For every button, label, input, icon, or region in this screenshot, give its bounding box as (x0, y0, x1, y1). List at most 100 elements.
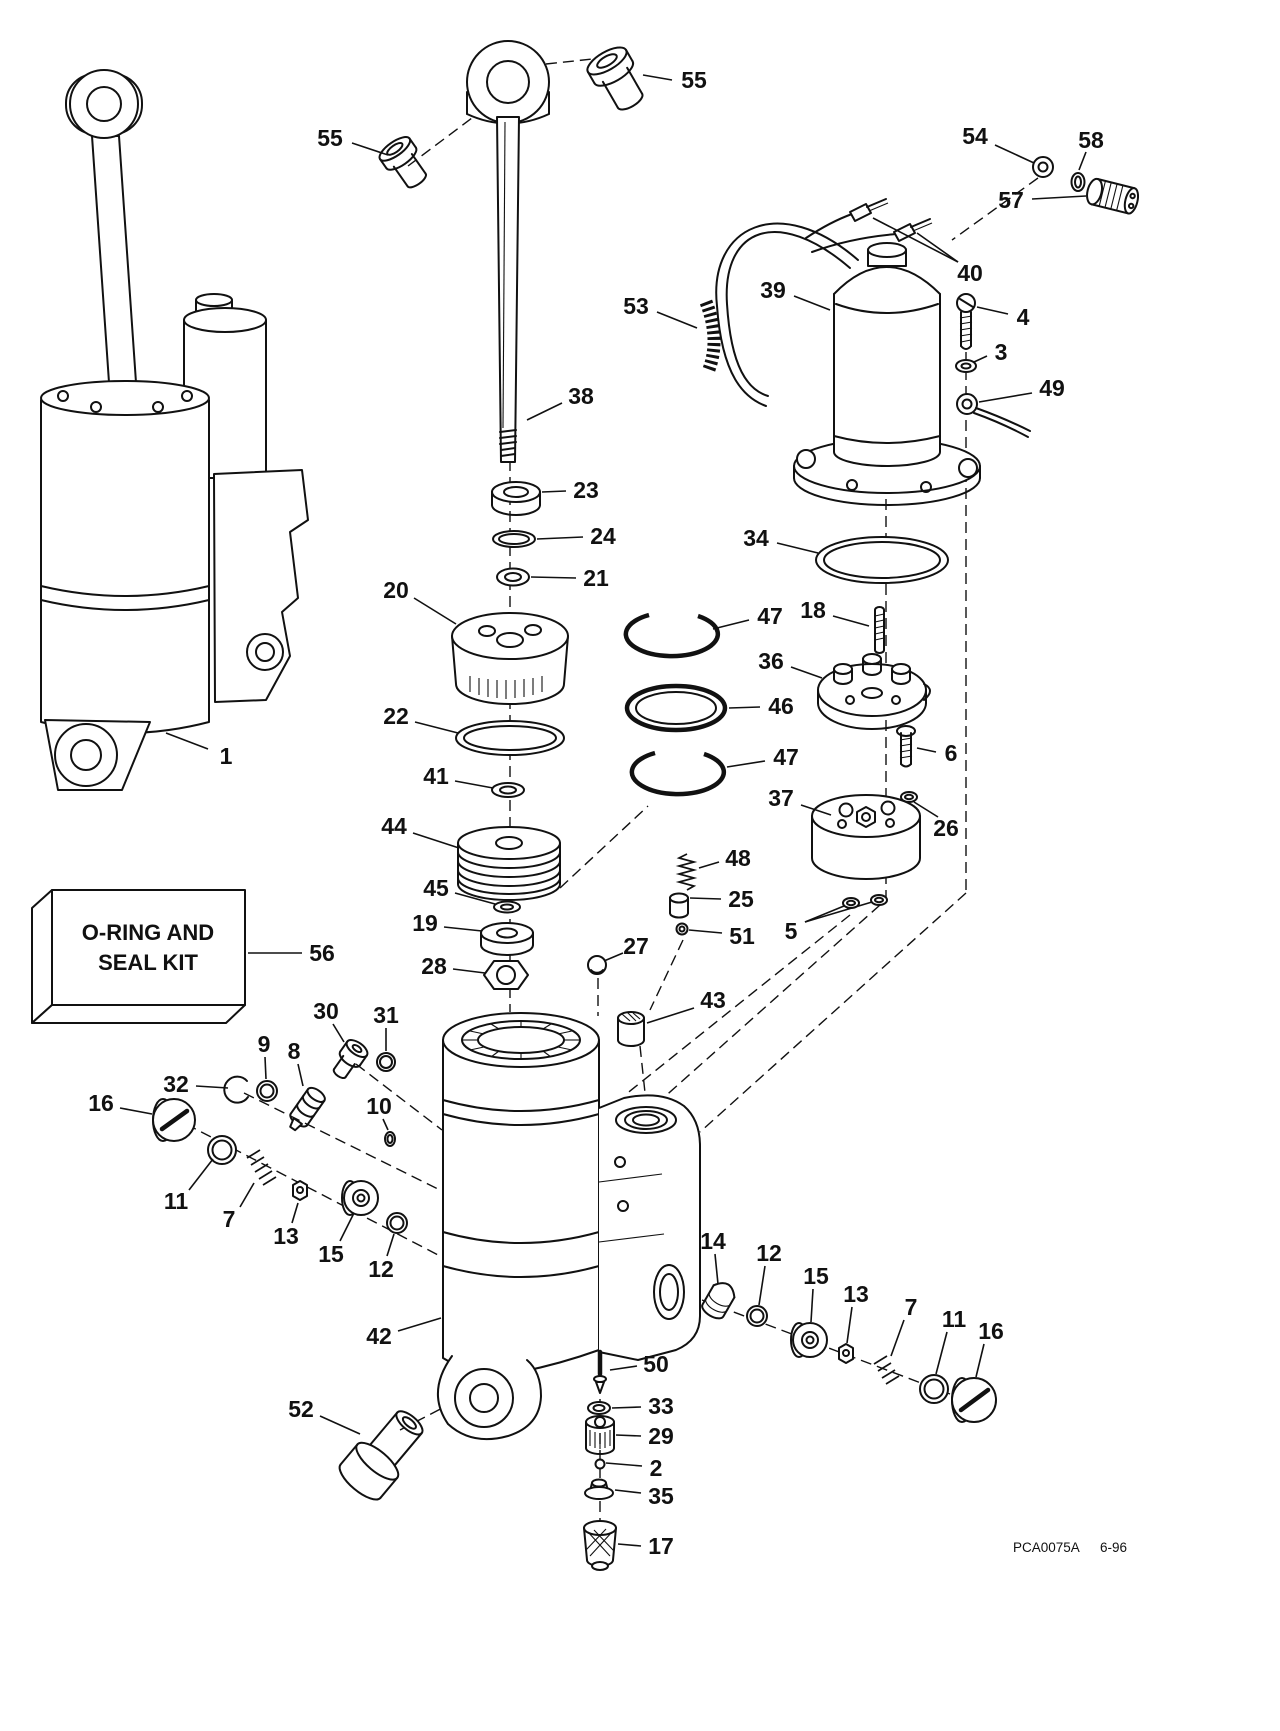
callout-7: 7 (905, 1294, 918, 1320)
callout-40: 40 (957, 260, 983, 286)
o-ring-22 (455, 720, 565, 756)
leader-line-13 (291, 1202, 299, 1224)
seal-21 (496, 567, 530, 587)
leader-line-21 (530, 576, 577, 579)
callout-47: 47 (773, 744, 799, 770)
leader-line-22 (414, 721, 459, 734)
callout-39: 39 (760, 277, 786, 303)
drive-pin-18 (874, 606, 885, 654)
pump-plate-36 (817, 653, 931, 730)
callout-13: 13 (843, 1281, 869, 1307)
leader-line-53 (656, 311, 698, 329)
leader-line-47 (726, 760, 766, 768)
plug-15-left (341, 1180, 379, 1216)
part-code-date: 6-96 (1100, 1540, 1127, 1555)
wire-loom-53 (699, 299, 721, 375)
spring-7-right (873, 1355, 900, 1385)
leader-line-13 (846, 1306, 853, 1344)
leader-line-40 (872, 217, 959, 263)
callout-15: 15 (803, 1263, 829, 1289)
leader-line-25 (689, 897, 722, 900)
leader-line-16 (119, 1107, 153, 1115)
leader-line-38 (526, 402, 563, 421)
callout-11: 11 (942, 1306, 967, 1332)
pump-body-37 (811, 794, 921, 880)
piston-ring-47-lower (629, 750, 727, 797)
callout-56: 56 (309, 940, 335, 966)
callout-52: 52 (288, 1396, 314, 1422)
leader-line-37 (800, 804, 832, 816)
callout-19: 19 (412, 910, 438, 936)
washer-41 (491, 782, 525, 798)
leader-line-35 (614, 1489, 642, 1494)
fitting-30 (332, 1039, 369, 1080)
leader-line-36 (790, 666, 823, 679)
leader-line-15 (339, 1212, 355, 1242)
leader-line-18 (832, 615, 870, 627)
seal-kit-box: O-RING AND SEAL KIT (31, 889, 246, 1024)
screw-6 (896, 725, 916, 768)
callout-23: 23 (573, 477, 599, 503)
callout-24: 24 (590, 523, 616, 549)
callout-12: 12 (756, 1240, 782, 1266)
callout-12: 12 (368, 1256, 394, 1282)
plug-15-right (790, 1322, 828, 1358)
callout-17: 17 (648, 1533, 674, 1559)
valve-29 (585, 1415, 615, 1455)
o-ring-31 (376, 1052, 396, 1072)
callout-20: 20 (383, 577, 409, 603)
leader-line-27 (603, 952, 624, 962)
callout-5: 5 (785, 918, 798, 944)
valve-parts-right (701, 1282, 997, 1423)
callout-30: 30 (313, 998, 339, 1024)
pin-50 (593, 1349, 607, 1394)
callout-38: 38 (568, 383, 594, 409)
callout-34: 34 (743, 525, 769, 551)
leader-line-57 (1031, 195, 1087, 200)
callout-36: 36 (758, 648, 784, 674)
leader-line-54 (994, 144, 1035, 164)
piston-44 (457, 826, 561, 901)
valve-8 (289, 1086, 326, 1132)
leader-line-24 (536, 536, 584, 540)
leader-line-52 (319, 1415, 361, 1435)
callout-14: 14 (700, 1228, 726, 1254)
callout-44: 44 (381, 813, 407, 839)
spring-48 (675, 853, 698, 891)
callout-51: 51 (729, 923, 755, 949)
leader-line-17 (617, 1543, 642, 1547)
leader-line-11 (188, 1158, 214, 1191)
leader-line-49 (978, 392, 1033, 403)
o-ring-24 (492, 530, 536, 548)
callout-8: 8 (288, 1038, 301, 1064)
spring-7-left (246, 1149, 277, 1186)
callout-50: 50 (643, 1351, 669, 1377)
leader-line-20 (413, 597, 457, 625)
leader-line-12 (386, 1233, 395, 1257)
callout-55: 55 (317, 125, 343, 151)
leader-line-44 (412, 832, 460, 849)
callout-28: 28 (421, 953, 447, 979)
leader-line-9 (264, 1056, 267, 1080)
callout-35: 35 (648, 1483, 674, 1509)
o-ring-11-right (919, 1374, 949, 1404)
callout-49: 49 (1039, 375, 1065, 401)
snap-ring-32 (223, 1075, 249, 1104)
leader-line-4 (976, 306, 1009, 315)
callout-11: 11 (164, 1188, 189, 1214)
callout-13: 13 (273, 1223, 299, 1249)
valve-stack-bottom (583, 1349, 617, 1571)
callout-6: 6 (945, 740, 958, 766)
o-rings-5 (842, 894, 888, 909)
leader-line-42 (397, 1317, 442, 1332)
leader-line-41 (454, 780, 494, 789)
seal-35 (584, 1478, 614, 1500)
o-ring-33 (587, 1401, 611, 1415)
leader-line-23 (541, 490, 567, 493)
leader-line-1 (165, 732, 209, 750)
o-ring-12-right (746, 1305, 768, 1327)
valve-13-left (292, 1180, 308, 1201)
leader-line-26 (913, 801, 939, 818)
